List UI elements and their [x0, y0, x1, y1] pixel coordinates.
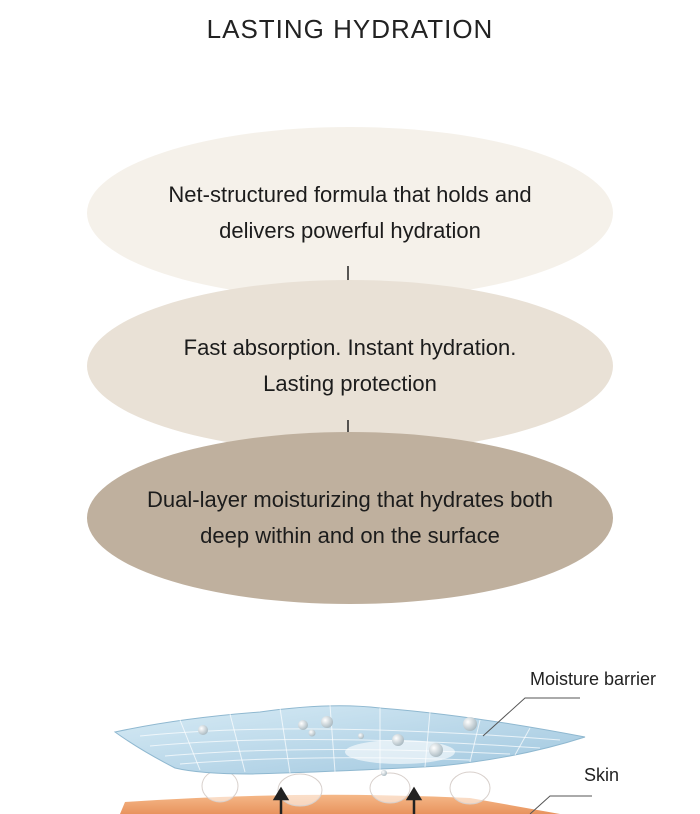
step-3-ellipse: Dual-layer moisturizing that hydrates bo… [87, 432, 613, 604]
step-3-text: Dual-layer moisturizing that hydrates bo… [147, 487, 553, 548]
moisture-barrier-label: Moisture barrier [530, 669, 657, 689]
step-2-text: Fast absorption. Instant hydration. Last… [183, 335, 517, 396]
droplets [198, 716, 477, 776]
skin-layer [120, 794, 560, 814]
up-arrow-icon [272, 786, 423, 814]
moisture-barrier-leader [482, 697, 580, 737]
page-title: LASTING HYDRATION [206, 14, 494, 44]
skin-barrier-illustration [113, 697, 592, 814]
skin-label: Skin [584, 765, 620, 785]
bubbles [201, 769, 491, 807]
barrier-grid [139, 704, 561, 774]
step-2-ellipse: Fast absorption. Instant hydration. Last… [87, 280, 613, 452]
step-1-ellipse: Net-structured formula that holds and de… [87, 127, 613, 299]
skin-leader [529, 795, 592, 814]
step-1-text: Net-structured formula that holds and de… [168, 182, 532, 243]
